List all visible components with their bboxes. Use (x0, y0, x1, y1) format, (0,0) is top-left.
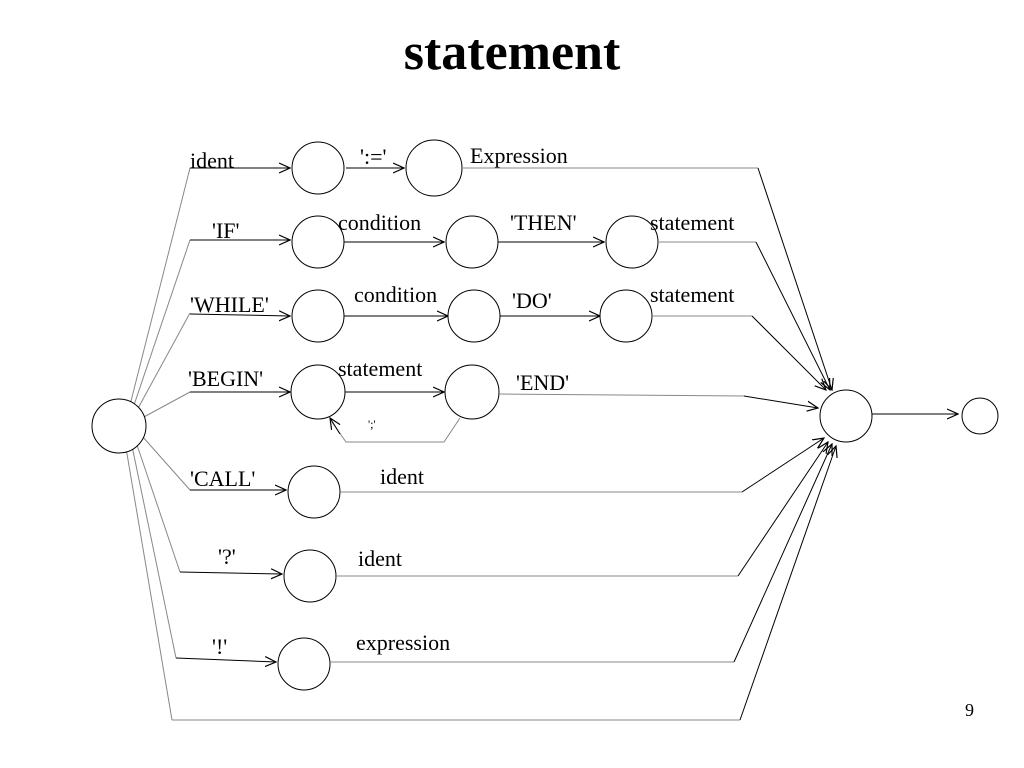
edge-loop-arrow (330, 418, 341, 435)
node-assign-1 (291, 141, 345, 195)
label-if-condition: condition (338, 210, 421, 235)
label-write: '!' (212, 634, 227, 659)
label-if: 'IF' (212, 218, 240, 243)
node-start (91, 398, 147, 454)
edge-write (175, 658, 276, 662)
label-ident: ident (190, 148, 234, 173)
branch-empty (172, 446, 836, 721)
node-begin-2 (444, 364, 500, 420)
edge-start-call (141, 435, 191, 491)
node-end (961, 397, 999, 435)
label-do: 'DO' (512, 288, 552, 313)
branch-assign: ident ':=' Expression (190, 139, 832, 390)
node-if-2 (445, 215, 499, 269)
edge-start-if (132, 239, 191, 409)
edge-start-read (135, 441, 181, 573)
label-if-statement: statement (650, 210, 734, 235)
label-read: '?' (218, 544, 236, 569)
edge-while-join (751, 315, 826, 390)
page-number: 9 (965, 700, 974, 720)
label-call: 'CALL' (190, 466, 255, 491)
label-expression: Expression (470, 143, 568, 168)
label-begin-statement: statement (338, 356, 422, 381)
label-write-expression: expression (356, 630, 450, 655)
node-read (283, 549, 337, 603)
edge-call-join (741, 438, 824, 493)
label-begin: 'BEGIN' (188, 366, 263, 391)
edge-start-write (131, 445, 177, 659)
edge-semicolon-loop (331, 417, 461, 443)
edge-start-empty (125, 447, 173, 721)
label-while-condition: condition (354, 282, 437, 307)
label-read-ident: ident (358, 546, 402, 571)
edge-start-while (135, 312, 191, 413)
edge-empty-join (739, 446, 836, 721)
label-call-ident: ident (380, 464, 424, 489)
fan-out-edges (125, 167, 191, 721)
node-assign-2 (405, 139, 463, 197)
edge-read (179, 572, 282, 574)
label-while-statement: statement (650, 282, 734, 307)
edge-if-join (755, 241, 830, 390)
label-assign-op: ':=' (360, 144, 386, 169)
label-semicolon: ';' (368, 417, 376, 431)
node-write (277, 637, 331, 691)
label-while: 'WHILE' (190, 292, 269, 317)
edge-assign-join (757, 167, 832, 390)
edge-read-join (737, 442, 828, 577)
edge-begin-join (743, 395, 818, 408)
slide-title: statement (403, 24, 621, 81)
edge-start-begin (141, 391, 191, 419)
node-begin-1 (290, 364, 346, 420)
node-while-1 (291, 289, 345, 343)
edge-write-join (733, 444, 832, 663)
node-join (819, 389, 873, 443)
node-call (287, 465, 341, 519)
branch-read: '?' ident (179, 442, 828, 603)
edge-end (498, 393, 745, 397)
branch-call: 'CALL' ident (190, 438, 824, 519)
label-end: 'END' (516, 370, 569, 395)
label-then: 'THEN' (510, 210, 577, 235)
edge-while (189, 314, 290, 316)
branch-while: 'WHILE' condition 'DO' statement (189, 282, 826, 390)
edge-start-assign (129, 167, 191, 406)
branch-begin: 'BEGIN' statement 'END' ';' (188, 356, 818, 443)
branch-write: '!' expression (175, 444, 832, 691)
node-while-2 (447, 289, 501, 343)
node-while-3 (599, 289, 653, 343)
node-if-1 (291, 215, 345, 269)
branch-if: 'IF' condition 'THEN' statement (190, 210, 830, 390)
